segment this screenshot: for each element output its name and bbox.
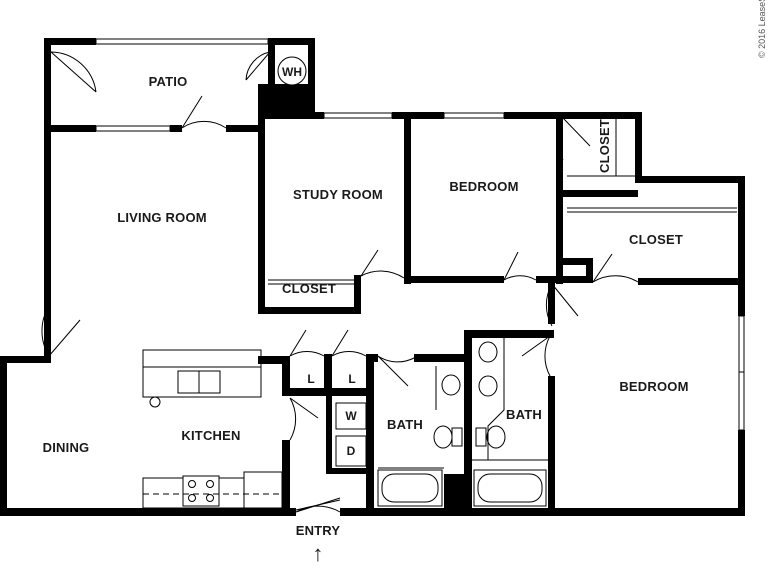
- bath2-toilet: [486, 425, 506, 449]
- label-washer: W: [345, 409, 357, 423]
- patio-window-bottom: [95, 125, 171, 132]
- label-entry: ENTRY: [296, 523, 341, 538]
- label-dining: DINING: [43, 440, 90, 455]
- bedroom1-window: [443, 112, 505, 119]
- refrigerator: [243, 471, 283, 509]
- bedroom2-window-upper: [738, 315, 745, 373]
- label-dryer: D: [347, 444, 356, 458]
- washer-box: [335, 402, 367, 430]
- bath1-toilet: [433, 425, 453, 449]
- bedroom2-door: [545, 283, 579, 327]
- label-bedroom-1: BEDROOM: [449, 179, 518, 194]
- patio-door-right: [245, 51, 271, 81]
- patio-living-door: [181, 95, 227, 129]
- dishwasher-marker: [149, 396, 161, 408]
- bath1-sink: [441, 374, 461, 396]
- living-side-door: [41, 305, 81, 357]
- walkin-closet-door: [592, 253, 639, 283]
- closet-vertical-door: [556, 117, 591, 161]
- label-bedroom-2: BEDROOM: [619, 379, 688, 394]
- study-door: [360, 249, 405, 279]
- label-kitchen: KITCHEN: [181, 428, 240, 443]
- bath1-door: [377, 355, 415, 387]
- dryer-box: [335, 435, 367, 467]
- label-linen-2: L: [348, 372, 355, 386]
- bedroom2-window-lower: [738, 371, 745, 431]
- linen1-door: [289, 329, 325, 357]
- water-heater-icon: [277, 56, 307, 86]
- stove: [182, 475, 220, 507]
- label-living-room: LIVING ROOM: [117, 210, 207, 225]
- study-window: [323, 112, 393, 119]
- label-linen-1: L: [307, 372, 314, 386]
- bedroom1-door: [503, 251, 537, 281]
- label-closet-vertical: CLOSET: [597, 119, 612, 173]
- label-bath-2: BATH: [506, 407, 542, 422]
- patio-door-left: [50, 51, 97, 93]
- entry-arrow-icon: ↑: [312, 541, 323, 566]
- bath2-sink-top: [478, 341, 498, 363]
- label-bath-1: BATH: [387, 417, 423, 432]
- label-study-room: STUDY ROOM: [293, 187, 383, 202]
- label-water-heater: WH: [282, 65, 302, 79]
- linen2-door: [331, 329, 367, 357]
- bedroom2-bath-door: [521, 335, 551, 377]
- copyright-notice: © 2016 LeaseS: [757, 0, 767, 58]
- bath2-sink-bottom: [478, 375, 498, 397]
- label-study-closet: CLOSET: [282, 281, 336, 296]
- label-closet-walkin: CLOSET: [629, 232, 683, 247]
- laundry-door: [289, 397, 319, 441]
- kitchen-bar-counter: [142, 349, 262, 368]
- label-patio: PATIO: [149, 74, 188, 89]
- patio-window-top: [95, 38, 269, 45]
